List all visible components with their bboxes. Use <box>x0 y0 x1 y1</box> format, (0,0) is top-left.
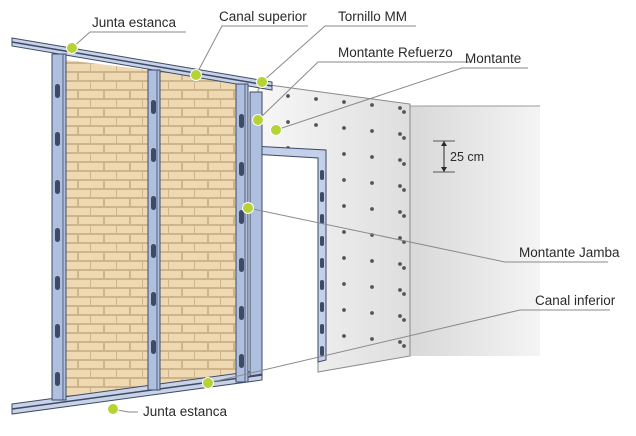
door-jamb <box>249 91 327 377</box>
marker-canal-inferior <box>202 377 214 389</box>
label-montante-jamba: Montante Jamba <box>519 245 620 260</box>
marker-tornillo-mm <box>256 76 268 88</box>
label-junta-estanca-bottom: Junta estanca <box>143 404 228 419</box>
spacing-dimension: 25 cm <box>433 140 484 173</box>
label-montante-refuerzo: Montante Refuerzo <box>338 45 453 60</box>
board-screws <box>286 94 406 348</box>
marker-montante <box>270 124 282 136</box>
label-montante: Montante <box>465 51 521 66</box>
jamb-holes <box>320 170 324 356</box>
marker-junta-estanca-bottom <box>107 403 119 415</box>
label-canal-inferior: Canal inferior <box>535 293 616 308</box>
callout-labels: Junta estanca Canal superior Tornillo MM… <box>92 9 620 419</box>
marker-canal-superior <box>190 69 202 81</box>
stud-1 <box>51 53 67 401</box>
bottom-channel <box>11 369 263 415</box>
stud-2 <box>147 69 161 391</box>
marker-montante-jamba <box>242 202 254 214</box>
leader-lines <box>71 25 610 413</box>
back-wall <box>408 105 540 356</box>
brick-infill <box>66 60 242 398</box>
marker-junta-estanca-top <box>66 42 78 54</box>
marker-montante-refuerzo <box>252 114 264 126</box>
label-tornillo-mm: Tornillo MM <box>338 9 407 24</box>
label-junta-estanca-top: Junta estanca <box>92 15 177 30</box>
marker-dots <box>66 42 282 415</box>
studs <box>51 53 249 401</box>
label-canal-superior: Canal superior <box>219 9 307 24</box>
stud-3 <box>235 83 249 383</box>
spacing-label: 25 cm <box>450 150 484 164</box>
